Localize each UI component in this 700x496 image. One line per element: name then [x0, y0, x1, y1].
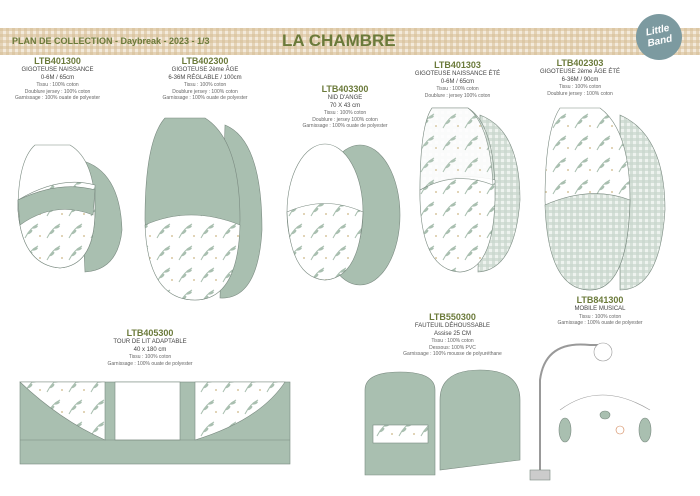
header-band [0, 28, 700, 55]
product-ltb550300: LTB550300 FAUTEUIL DÉHOUSSABLE Assise 25… [390, 312, 515, 357]
product-name: NID D'ANGE [327, 95, 363, 102]
product-name: GIGOTEUSE 2ème ÂGE [171, 67, 239, 74]
product-code: LTB401303 [434, 60, 481, 70]
product-ltb402300: LTB402300 GIGOTEUSE 2ème ÂGE 6-36M RÉGLA… [140, 56, 270, 101]
product-detail: Garnissage : 100% ouate de polyester [302, 122, 388, 129]
product-ltb405300: LTB405300 TOUR DE LIT ADAPTABLE 40 x 180… [90, 328, 210, 367]
product-name: TOUR DE LIT ADAPTABLE [113, 339, 187, 346]
product-size: 6-36M / 90cm [561, 76, 599, 83]
product-detail: Tissu : 100% coton [36, 82, 79, 89]
armchair [364, 371, 436, 476]
product-size: 6-36M RÉGLABLE / 100cm [168, 74, 242, 81]
product-detail: Garnissage : 100% mousse de polyuréthane [403, 350, 502, 357]
product-code: LTB402300 [181, 56, 229, 66]
product-detail: Garnissage : 100% ouate de polyester [107, 360, 193, 367]
page-title: LA CHAMBRE [282, 31, 396, 50]
product-name: MOBILE MUSICAL [574, 306, 626, 313]
product-detail: Garnissage : 100% ouate de polyester [557, 320, 643, 326]
collection-label: PLAN DE COLLECTION - Daybreak - 2023 - 1… [12, 36, 210, 46]
product-detail: Tissu : 100% coton [558, 84, 602, 91]
product-code: LTB841300 [576, 295, 624, 305]
product-ltb401300: LTB401300 GIGOTEUSE NAISSANCE 0-6M / 65c… [0, 56, 115, 101]
product-detail: Doublure jersey : 100% coton [172, 88, 238, 95]
product-detail: Dessous: 100% PVC [429, 344, 476, 351]
product-detail: Garnissage : 100% ouate de polyester [14, 94, 101, 101]
product-ltb402303: LTB402303 GIGOTEUSE 2ème ÂGE ÉTÉ 6-36M /… [525, 58, 635, 97]
product-detail: Garnissage : 100% ouate de polyester [162, 94, 248, 101]
product-ltb841300: LTB841300 MOBILE MUSICAL Tissu : 100% co… [545, 295, 655, 326]
product-detail: Tissu : 100% coton [436, 86, 479, 93]
product-detail: Tissu : 100% coton [128, 354, 172, 361]
product-code: LTB405300 [126, 328, 174, 338]
product-detail: Doublure : jersey 100% coton [312, 116, 378, 123]
product-name: GIGOTEUSE 2ème ÂGE ÉTÉ [539, 69, 621, 76]
product-size: Assise 25 CM [433, 330, 471, 337]
musical-mobile [539, 343, 598, 470]
product-code: LTB403300 [321, 84, 369, 94]
product-detail: Doublure jersey : 100% coton [547, 90, 613, 97]
product-ltb401303: LTB401303 GIGOTEUSE NAISSANCE ÉTÉ 0-6M /… [400, 60, 515, 99]
product-name: FAUTEUIL DÉHOUSSABLE [414, 323, 491, 330]
product-detail: Doublure jersey : 100% coton [24, 88, 91, 95]
product-code: LTB401300 [34, 56, 81, 66]
product-detail: Tissu : 100% coton [183, 82, 227, 89]
product-code: LTB402303 [556, 58, 604, 68]
product-detail: Tissu : 100% coton [323, 110, 367, 117]
product-size: 0-6M / 65cm [40, 74, 75, 81]
product-code: LTB550300 [429, 312, 476, 322]
product-detail: Doublure : jersey 100% coton [424, 92, 491, 99]
product-ltb403300: LTB403300 NID D'ANGE 70 X 43 cm Tissu : … [285, 84, 405, 129]
product-size: 40 x 180 cm [133, 346, 167, 353]
product-detail: Tissu : 100% coton [578, 313, 622, 320]
product-size: 0-6M / 65cm [440, 78, 475, 85]
sleeping-bag-back [619, 114, 666, 291]
product-name: GIGOTEUSE NAISSANCE [21, 67, 94, 74]
product-size: 70 X 43 cm [329, 102, 361, 109]
product-name: GIGOTEUSE NAISSANCE ÉTÉ [414, 71, 501, 78]
armchair-cover [439, 369, 521, 471]
product-detail: Tissu : 100% coton [431, 338, 474, 345]
